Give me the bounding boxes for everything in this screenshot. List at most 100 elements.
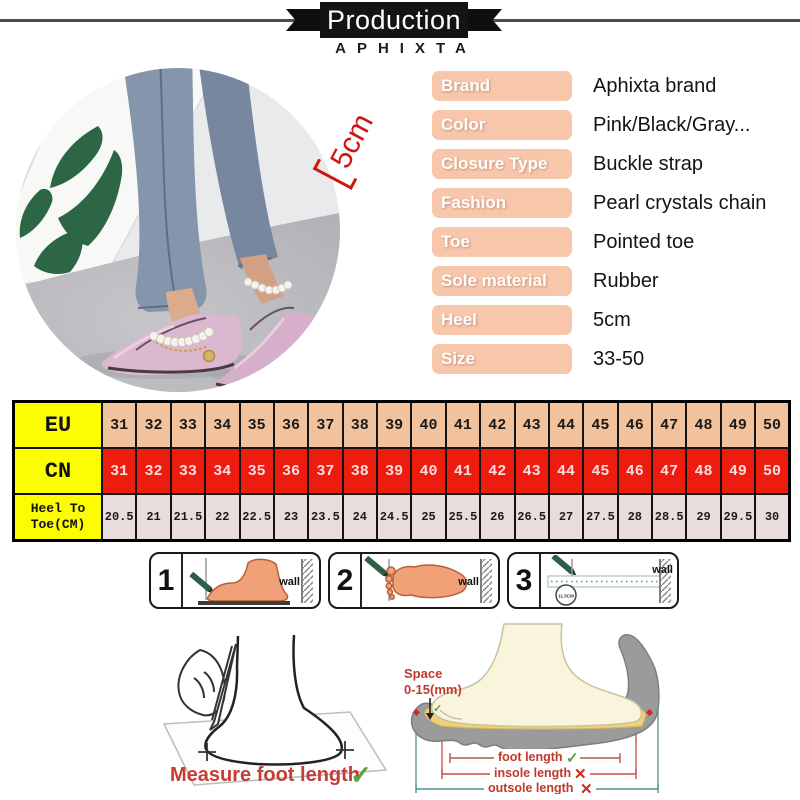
ribbon-tail-right-icon: [466, 9, 502, 31]
hand-with-pen-icon: [177, 643, 237, 731]
monstera-leaf-icon: [19, 126, 123, 274]
foot-length-row: foot length ✓: [449, 749, 621, 767]
wall-label: wall: [457, 576, 479, 588]
foot-length-label: foot length: [498, 750, 563, 764]
insole-length-label: insole length: [494, 766, 571, 780]
size-cell: 29.5: [719, 493, 757, 542]
size-cell: 31: [100, 400, 138, 449]
shoe-fit-diagram: Space 0-15(mm) ✓ foot length ✓ insole le…: [404, 623, 660, 794]
size-cell: 42: [479, 447, 516, 495]
size-cell: 25.5: [444, 493, 482, 542]
size-cell: 22: [204, 493, 241, 542]
size-cell: 41: [444, 447, 482, 495]
step-illustration: wall: [183, 554, 319, 607]
size-cell: 38: [341, 400, 379, 449]
spec-value: Pearl crystals chain: [593, 191, 767, 214]
check-icon: ✓: [566, 750, 579, 767]
wall-hatch-icon: [302, 558, 313, 603]
size-cell: 32: [135, 400, 172, 449]
foot-side-illustration: [206, 558, 288, 602]
size-table-row-header: CN: [12, 447, 103, 495]
product-photo-illustration: [16, 68, 340, 392]
jeans-far-leg: [185, 68, 278, 269]
measure-step-panel-2: 2 wall: [328, 552, 500, 609]
size-cell: 27.5: [582, 493, 619, 542]
far-pearl-anklet: [243, 277, 293, 295]
size-cell: 20.5: [100, 493, 138, 542]
ribbon-tail-left-icon: [286, 9, 322, 31]
size-cell: 45: [582, 400, 619, 449]
tracing-caption: Measure foot length: [170, 764, 360, 786]
size-cell: 26.5: [513, 493, 550, 542]
size-cell: 45: [582, 447, 619, 495]
spec-value: Rubber: [593, 269, 659, 292]
gold-chain: [155, 341, 209, 352]
size-cell: 35: [238, 400, 275, 449]
size-cell: 37: [307, 400, 344, 449]
size-cell: 40: [410, 400, 447, 449]
near-pearl-anklet: [149, 327, 214, 347]
outsole-length-label: outsole length: [488, 781, 573, 794]
size-cell: 30: [754, 493, 791, 542]
size-cell: 31: [100, 447, 138, 495]
size-cell: 23.5: [307, 493, 344, 542]
ground-bar: [197, 600, 290, 605]
size-cell: 39: [375, 400, 413, 449]
size-cell: 27: [547, 493, 585, 542]
toe-space-check-icon: ✓: [433, 703, 442, 715]
size-cell: 41: [444, 400, 482, 449]
size-cell: 34: [204, 400, 241, 449]
size-cell: 21.5: [169, 493, 207, 542]
spec-value: Pointed toe: [593, 230, 695, 253]
length-circle-label: 11.5CM: [558, 593, 574, 598]
spec-row: Color Pink/Black/Gray...: [432, 110, 766, 140]
gold-charm: [202, 349, 216, 363]
space-label: Space: [404, 666, 442, 681]
size-cell: 24: [341, 493, 379, 542]
size-cell: 28: [616, 493, 654, 542]
size-cell: 25: [410, 493, 447, 542]
size-cell: 33: [169, 447, 207, 495]
check-icon: ✓: [350, 760, 372, 790]
brand-name: APHIXTA: [335, 40, 477, 57]
size-cell: 50: [754, 447, 791, 495]
step-illustration: wall: [362, 554, 498, 607]
spec-value: Pink/Black/Gray...: [593, 113, 751, 136]
size-cell: 22.5: [238, 493, 275, 542]
size-cell: 43: [513, 400, 550, 449]
insole-length-row: insole length ✕: [441, 765, 637, 783]
space-range: 0-15(mm): [404, 682, 462, 697]
banner-title: Production: [320, 2, 468, 38]
size-cell: 36: [272, 400, 310, 449]
jeans-front-leg: [118, 68, 207, 312]
size-cell: 21: [135, 493, 172, 542]
size-cell: 50: [754, 400, 791, 449]
size-cell: 23: [272, 493, 310, 542]
wall-label: wall: [651, 564, 673, 576]
foot-tracing-diagram: Measure foot length ✓: [162, 634, 388, 790]
measure-steps: 1 wall 2: [149, 552, 679, 609]
step-number: 3: [509, 554, 541, 607]
size-cell: 44: [547, 447, 585, 495]
measure-step-panel-3: 3 11.5CM wall: [507, 552, 679, 609]
wall-label: wall: [278, 576, 300, 588]
product-photo: [10, 62, 346, 398]
size-cell: 47: [650, 447, 688, 495]
size-cell: 28.5: [650, 493, 688, 542]
spec-label-pill: Color: [432, 110, 572, 140]
spec-label-pill: Fashion: [432, 188, 572, 218]
size-cell: 24.5: [375, 493, 413, 542]
size-cell: 46: [616, 447, 654, 495]
size-cell: 37: [307, 447, 344, 495]
step-number: 1: [151, 554, 183, 607]
size-cell: 40: [410, 447, 447, 495]
outsole-length-row: outsole length ✕: [415, 780, 659, 794]
